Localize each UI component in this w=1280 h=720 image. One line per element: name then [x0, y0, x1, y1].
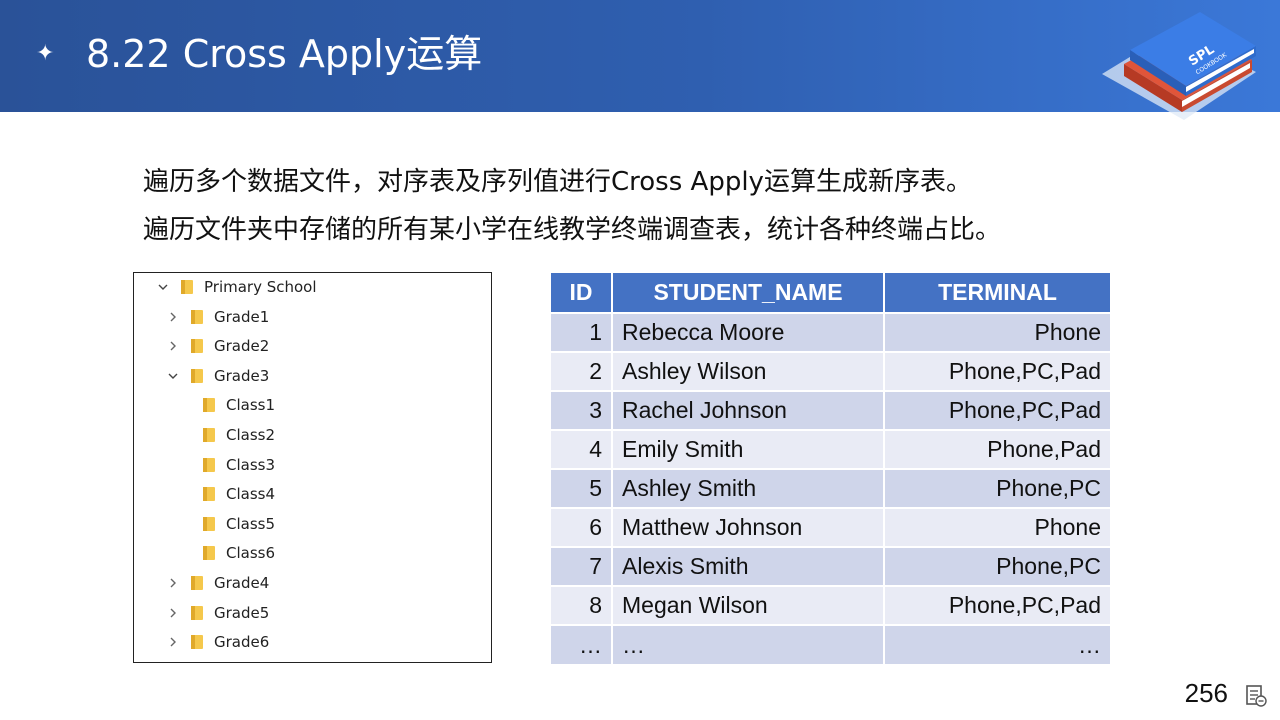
folder-icon — [191, 368, 203, 383]
intro-line-1: 遍历多个数据文件，对序表及序列值进行Cross Apply运算生成新序表。 — [143, 167, 972, 197]
tree-item-label: Class4 — [226, 485, 276, 504]
tree-item-label: Class5 — [226, 514, 276, 533]
tree-item-label: Grade3 — [214, 366, 270, 385]
tree-item-label: Grade4 — [214, 574, 270, 592]
cell-terminal: Phone,PC,Pad — [884, 585, 1110, 625]
folder-icon — [203, 516, 215, 531]
tree-item-class[interactable]: Class3 — [178, 453, 275, 477]
folder-icon — [203, 428, 215, 442]
cell-id: 3 — [551, 390, 613, 430]
folder-icon — [203, 487, 215, 502]
cell-id: 5 — [551, 468, 613, 508]
folder-icon — [191, 309, 203, 324]
tree-item-label: Class6 — [226, 544, 276, 563]
tree-item-label: Class1 — [226, 396, 276, 415]
cell-id: 4 — [551, 429, 613, 469]
folder-icon — [191, 339, 203, 354]
cell-terminal: Phone,PC — [884, 468, 1110, 508]
intro-line-2: 遍历文件夹中存储的所有某小学在线教学终端调查表，统计各种终端占比。 — [143, 215, 1002, 245]
chevron-right-icon[interactable] — [166, 576, 180, 590]
tree-item-grade[interactable]: Grade4 — [166, 571, 269, 595]
cell-id: 1 — [551, 312, 613, 352]
tree-item-class[interactable]: Class1 — [178, 393, 275, 417]
cell-terminal: Phone,PC — [884, 546, 1110, 586]
chevron-down-icon[interactable] — [166, 369, 180, 383]
cell-id: 6 — [551, 507, 613, 547]
tree-item-class[interactable]: Class5 — [178, 512, 275, 536]
tree-item-class[interactable]: Class4 — [178, 482, 275, 506]
chevron-right-icon[interactable] — [166, 310, 180, 324]
column-header-id: ID — [551, 273, 613, 313]
table-row: ……… — [551, 624, 1110, 664]
chevron-down-icon[interactable] — [156, 280, 170, 294]
spl-cookbook-logo: SPL COOKBOOK — [1102, 12, 1256, 120]
column-header-terminal: TERMINAL — [884, 273, 1110, 313]
cell-terminal: Phone,Pad — [884, 429, 1110, 469]
tree-item-label: Grade5 — [214, 603, 270, 622]
cell-student-name: Matthew Johnson — [612, 507, 885, 547]
cell-student-name: Alexis Smith — [612, 546, 885, 586]
tree-item-class[interactable]: Class2 — [178, 423, 275, 447]
chevron-right-icon[interactable] — [166, 339, 180, 353]
cell-student-name: Rebecca Moore — [612, 312, 885, 352]
tree-item-label: Class2 — [226, 426, 276, 444]
cell-student-name: Rachel Johnson — [612, 390, 885, 430]
tree-item-label: Grade1 — [214, 307, 270, 326]
tree-item-grade[interactable]: Grade1 — [166, 305, 269, 329]
tree-item-label: Grade6 — [214, 633, 270, 652]
cell-id: … — [551, 624, 613, 664]
tree-item-grade[interactable]: Grade6 — [166, 630, 269, 654]
folder-icon — [191, 576, 203, 590]
cell-terminal: Phone — [884, 312, 1110, 352]
notes-icon[interactable] — [1244, 684, 1268, 708]
cell-student-name: Emily Smith — [612, 429, 885, 469]
folder-icon — [203, 546, 215, 561]
cell-id: 2 — [551, 351, 613, 391]
cell-student-name: Ashley Smith — [612, 468, 885, 508]
chevron-right-icon[interactable] — [166, 635, 180, 649]
tree-item-grade[interactable]: Grade2 — [166, 334, 269, 358]
cell-terminal: … — [884, 624, 1110, 664]
page-number: 256 — [1184, 678, 1228, 708]
folder-icon — [191, 635, 203, 650]
header-banner: ✦ 8.22 Cross Apply运算 SPL COOKBOOK — [0, 0, 1280, 120]
tree-item-root[interactable]: Primary School — [156, 275, 317, 299]
cell-student-name: Megan Wilson — [612, 585, 885, 625]
cell-terminal: Phone,PC,Pad — [884, 390, 1110, 430]
cell-student-name: … — [612, 624, 885, 664]
page-title: 8.22 Cross Apply运算 — [86, 32, 483, 76]
intro-text: 遍历多个数据文件，对序表及序列值进行Cross Apply运算生成新序表。 遍历… — [143, 158, 1143, 254]
tree-item-grade[interactable]: Grade3 — [166, 364, 269, 388]
chevron-right-icon[interactable] — [166, 606, 180, 620]
tree-item-grade[interactable]: Grade5 — [166, 601, 269, 625]
cell-student-name: Ashley Wilson — [612, 351, 885, 391]
cell-terminal: Phone,PC,Pad — [884, 351, 1110, 391]
folder-icon — [203, 457, 215, 472]
cell-id: 8 — [551, 585, 613, 625]
table-header-row: ID STUDENT_NAME TERMINAL — [551, 273, 1110, 313]
cell-id: 7 — [551, 546, 613, 586]
folder-icon — [181, 280, 193, 294]
tree-item-label: Primary School — [204, 278, 317, 296]
tree-item-label: Class3 — [226, 455, 276, 474]
column-header-student-name: STUDENT_NAME — [612, 273, 885, 313]
tree-item-class[interactable]: Class6 — [178, 541, 275, 565]
folder-icon — [191, 605, 203, 620]
folder-icon — [203, 398, 215, 413]
cell-terminal: Phone — [884, 507, 1110, 547]
tree-item-label: Grade2 — [214, 337, 270, 356]
star-icon: ✦ — [36, 41, 55, 66]
